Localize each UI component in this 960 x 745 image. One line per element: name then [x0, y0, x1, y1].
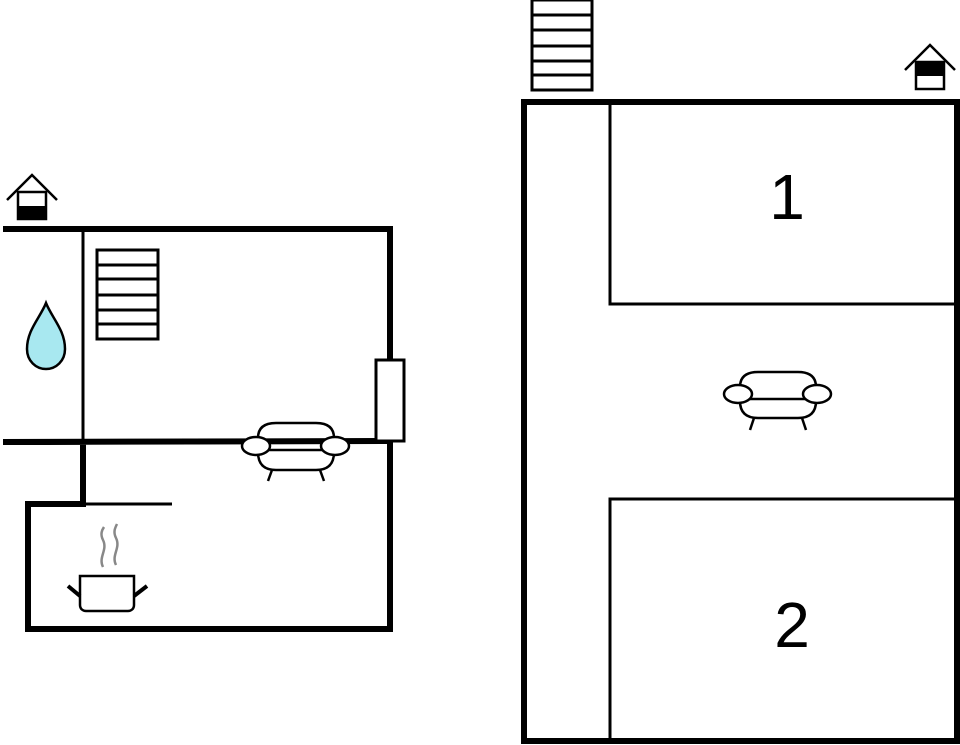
room-2-label: 2 [774, 589, 810, 661]
ground-floor-plan [2, 173, 406, 632]
sofa-icon [722, 370, 833, 431]
cooking-pot-icon [66, 523, 149, 613]
stairs-icon [95, 248, 160, 341]
sofa-icon [240, 421, 351, 482]
window-icon [374, 358, 406, 443]
room-1-walls [608, 102, 957, 306]
water-drop-icon [25, 299, 67, 371]
upper-floor-plan: 1 2 [521, 0, 960, 744]
upper-floor-outer-wall [521, 99, 960, 744]
entrance-icon [6, 173, 58, 221]
room-2-walls [608, 497, 957, 741]
ground-floor-outer-wall [2, 226, 393, 632]
entrance-icon [904, 43, 956, 91]
stairs-icon [530, 0, 594, 92]
room-1-label: 1 [769, 161, 805, 233]
